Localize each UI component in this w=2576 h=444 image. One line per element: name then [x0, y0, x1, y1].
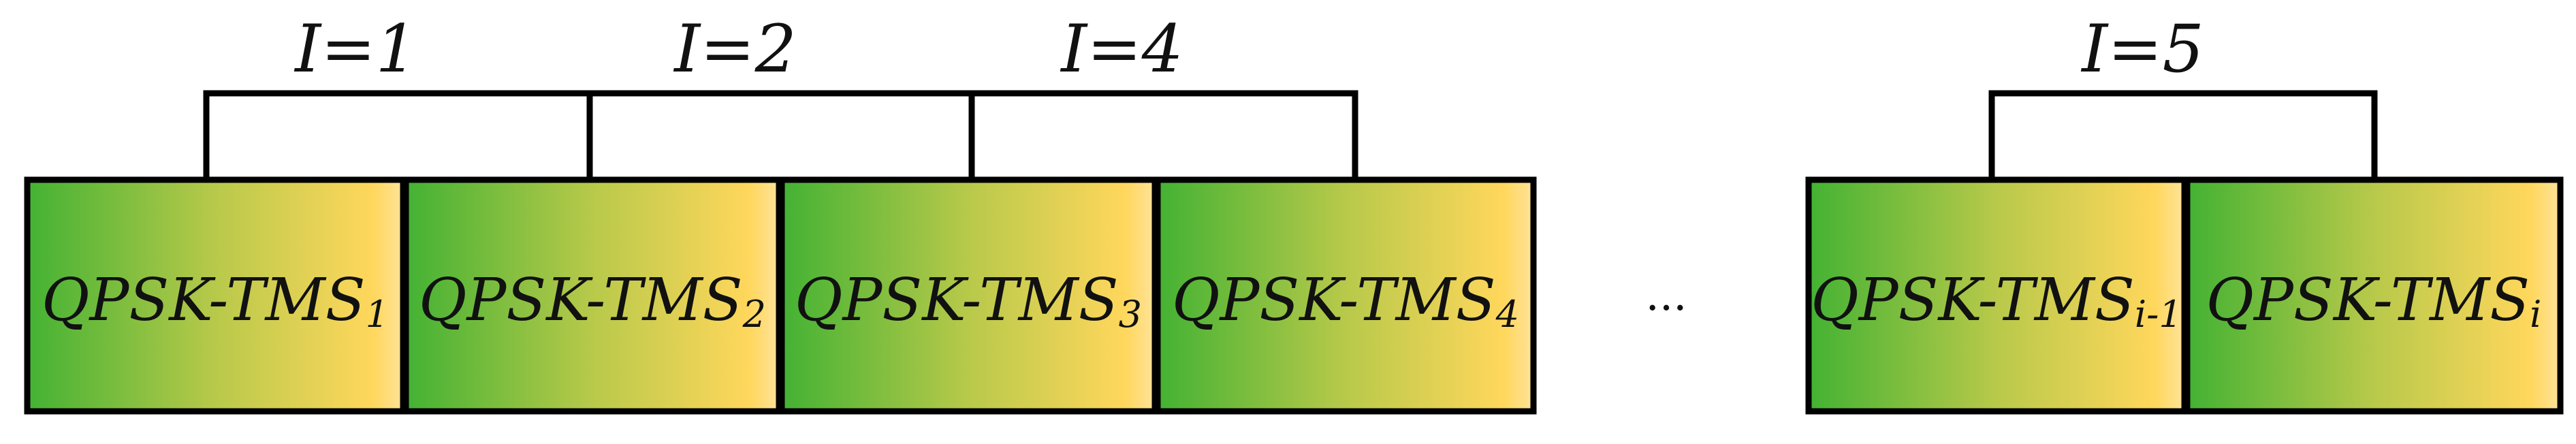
- bracket-label-i5: I=5: [2080, 11, 2204, 87]
- qpsk-tms-box-2: QPSK-TMS2: [402, 176, 782, 415]
- bracket-label-i1: I=1: [293, 11, 417, 87]
- qpsk-tms-box-4: QPSK-TMS4: [1154, 176, 1537, 415]
- bracket-i2: I=2: [586, 11, 975, 177]
- box-label-3: QPSK-TMS3: [795, 266, 1142, 336]
- qpsk-tms-box-i-minus-1: QPSK-TMSi-1: [1805, 176, 2188, 415]
- box-label-i-minus-1: QPSK-TMSi-1: [1811, 266, 2182, 336]
- box-label-4: QPSK-TMS4: [1172, 266, 1519, 336]
- box-label-1: QPSK-TMS1: [42, 266, 389, 336]
- bracket-i5: I=5: [1988, 11, 2378, 177]
- bracket-label-i2: I=2: [673, 11, 796, 87]
- qpsk-tms-box-3: QPSK-TMS3: [778, 176, 1158, 415]
- bracket-label-i4: I=4: [1060, 11, 1183, 87]
- bracket-i1: I=1: [203, 11, 593, 177]
- bracket-i4: I=4: [968, 11, 1358, 177]
- ellipsis: ...: [1645, 270, 1687, 321]
- box-label-i: QPSK-TMSi: [2206, 266, 2542, 336]
- box-label-2: QPSK-TMS2: [419, 266, 766, 336]
- qpsk-tms-box-i: QPSK-TMSi: [2184, 176, 2564, 415]
- qpsk-tms-box-1: QPSK-TMS1: [24, 176, 407, 415]
